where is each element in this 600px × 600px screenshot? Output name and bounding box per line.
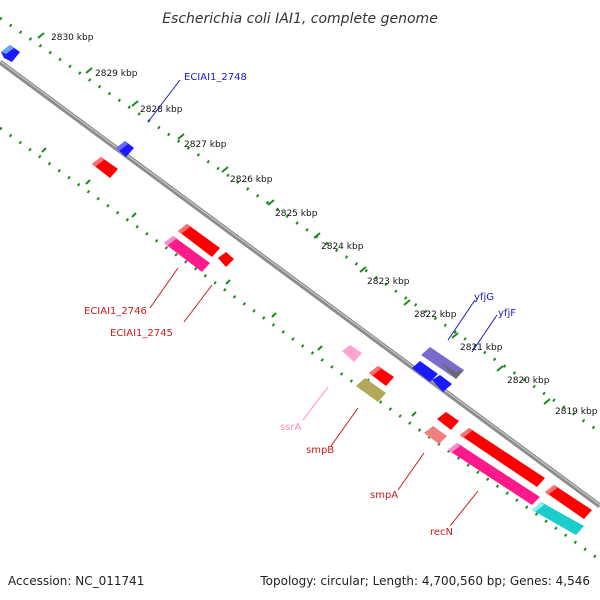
gene-red-2825[interactable]: [178, 224, 220, 257]
label-yfjf[interactable]: yfjF: [498, 308, 516, 319]
tick-mark: [41, 147, 47, 153]
tick-label: 2822 kbp: [414, 310, 457, 320]
leader-smpa: [397, 452, 425, 491]
outer-scale-line: [0, 16, 600, 434]
label-smpb[interactable]: smpB: [306, 445, 334, 456]
tick-mark: [37, 32, 45, 39]
tick-label: 2830 kbp: [51, 33, 94, 43]
tick-mark: [85, 179, 91, 185]
label-ecaii1-2745[interactable]: ECIAI1_2745: [110, 328, 173, 339]
tick-mark: [131, 100, 139, 107]
gene-smpa[interactable]: [424, 426, 447, 444]
gene-red-small-right[interactable]: [437, 412, 459, 430]
tick-mark: [221, 166, 229, 173]
tick-label: 2820 kbp: [507, 376, 550, 386]
leader-ecaii1-2746: [149, 267, 179, 309]
gene-red-near-ssra[interactable]: [369, 366, 394, 386]
leader-recn: [449, 490, 479, 527]
leader-smpb: [330, 407, 359, 447]
gene-smpb[interactable]: [356, 378, 386, 402]
tick-mark: [496, 365, 504, 372]
gene-ecaii1-2746[interactable]: [164, 236, 210, 272]
gene-red-small-2825[interactable]: [218, 252, 234, 267]
tick-mark: [267, 199, 275, 206]
tick-mark: [411, 411, 417, 417]
accession-text: Accession: NC_011741: [8, 574, 145, 588]
genome-backbone: [0, 59, 600, 509]
tick-mark: [543, 398, 551, 405]
tick-mark: [131, 212, 137, 218]
genome-backbone-highlight: [0, 60, 600, 506]
tick-mark: [359, 266, 367, 273]
tick-label: 2819 kbp: [555, 407, 598, 417]
tick-label: 2826 kbp: [230, 175, 273, 185]
map-title: Escherichia coli IAI1, complete genome: [162, 11, 438, 27]
leader-ssra: [302, 386, 329, 421]
gene-red-edge-right[interactable]: [545, 485, 592, 519]
gene-blue-top-left[interactable]: [1, 45, 20, 62]
label-ssra[interactable]: ssrA: [280, 422, 302, 433]
tick-mark: [271, 312, 277, 318]
tick-mark: [225, 279, 231, 285]
gene-ssra[interactable]: [342, 345, 362, 362]
tick-label: 2828 kbp: [140, 105, 183, 115]
label-yfjg[interactable]: yfjG: [474, 292, 494, 303]
label-ecaii1-2748[interactable]: ECIAI1_2748: [184, 72, 247, 83]
tick-mark: [317, 345, 323, 351]
gene-ecaii1-2748[interactable]: [116, 141, 134, 157]
gene-yfjf[interactable]: [412, 361, 452, 392]
gene-red-small-upper[interactable]: [92, 157, 118, 178]
leader-ecaii1-2745: [183, 284, 213, 323]
tick-mark: [85, 67, 93, 74]
label-recn[interactable]: recN: [430, 527, 453, 538]
tick-label: 2824 kbp: [321, 242, 364, 252]
gene-recn[interactable]: [448, 443, 540, 505]
label-smpa[interactable]: smpA: [370, 490, 398, 501]
tick-label: 2821 kbp: [460, 343, 503, 353]
tick-mark: [403, 299, 411, 306]
leader-ecaii1-2748: [147, 79, 181, 123]
gene-red-large-right[interactable]: [460, 428, 545, 487]
leader-yfjg: [447, 299, 476, 341]
tick-label: 2825 kbp: [275, 209, 318, 219]
label-ecaii1-2746[interactable]: ECIAI1_2746: [84, 306, 147, 317]
tick-label: 2823 kbp: [367, 277, 410, 287]
gene-yfjg[interactable]: [421, 347, 464, 379]
tick-mark: [177, 133, 185, 140]
leader-yfjf: [471, 314, 498, 353]
tick-mark: [313, 232, 321, 239]
tick-mark: [451, 332, 459, 339]
tick-label: 2829 kbp: [95, 69, 138, 79]
tick-label: 2827 kbp: [184, 140, 227, 150]
gene-cyan-right[interactable]: [532, 502, 584, 535]
inner-scale-line: [0, 126, 600, 562]
scale-ticks: 2830 kbp 2829 kbp 2828 kbp 2827 kbp 2826…: [37, 32, 598, 417]
topology-text: Topology: circular; Length: 4,700,560 bp…: [260, 574, 590, 588]
